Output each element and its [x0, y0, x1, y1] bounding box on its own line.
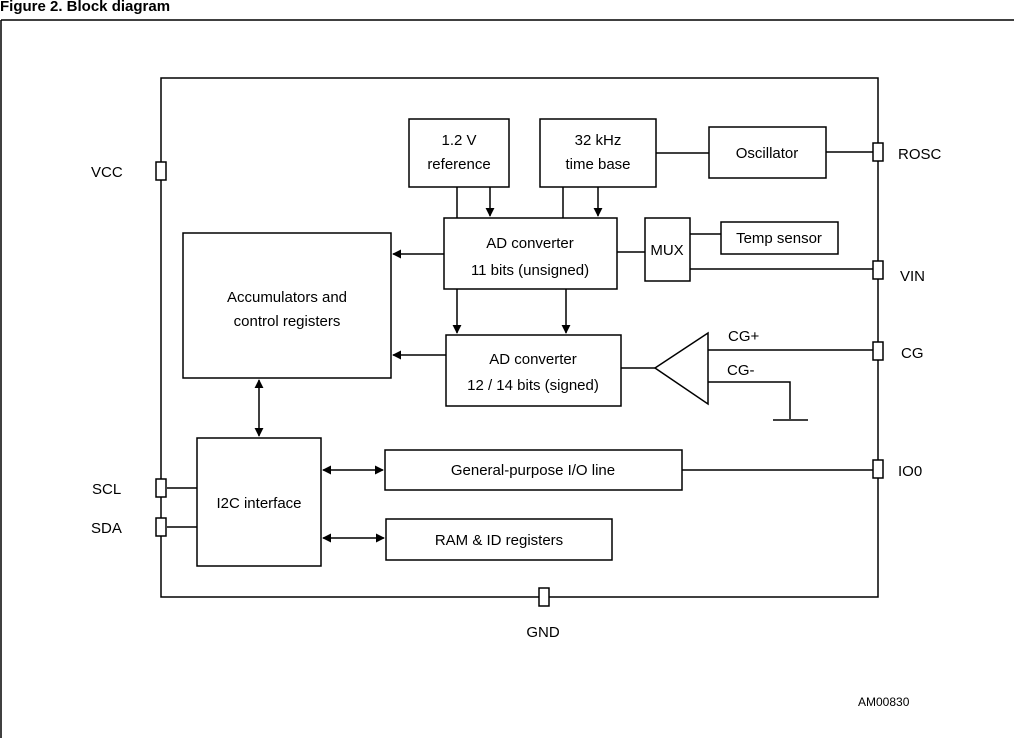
connections [167, 151, 873, 543]
io0-pin [872, 459, 884, 479]
adc-11bit-line2: 11 bits (unsigned) [471, 262, 589, 279]
gnd-pin [538, 587, 550, 607]
cg-minus-label: CG- [727, 362, 755, 379]
vin-pin-label: VIN [900, 268, 925, 285]
adc-11bit-line1: AD converter [486, 235, 574, 252]
timebase-block-line2: time base [565, 156, 630, 173]
sda-pin [155, 517, 167, 537]
ram-id-label: RAM & ID registers [435, 532, 563, 549]
cg-pin-label: CG [901, 345, 924, 362]
timebase-block-line1: 32 kHz [575, 132, 622, 149]
vin-pin [872, 260, 884, 280]
i2c-interface-block: I2C interface [196, 437, 322, 567]
timebase-block: 32 kHz time base [539, 118, 657, 188]
gpio-label: General-purpose I/O line [451, 462, 615, 479]
amplifier-triangle [653, 331, 709, 406]
oscillator-label: Oscillator [736, 145, 799, 162]
cg-plus-label: CG+ [728, 328, 760, 345]
chip-boundary [160, 77, 879, 598]
accumulators-block: Accumulators and control registers [182, 232, 392, 379]
adc-12-14bit-block: AD converter 12 / 14 bits (signed) [445, 334, 622, 407]
scl-pin [155, 478, 167, 498]
reference-block: 1.2 V reference [408, 118, 510, 188]
mux-block: MUX [644, 217, 691, 282]
temp-sensor-block: Temp sensor [720, 221, 839, 255]
figure-reference-code: AM00830 [858, 695, 910, 709]
rosc-pin-label: ROSC [898, 146, 942, 163]
figure-caption: Figure 2. Block diagram [0, 0, 170, 15]
scl-pin-label: SCL [92, 481, 121, 498]
gnd-pin-label: GND [526, 624, 560, 641]
vcc-pin-label: VCC [91, 164, 123, 181]
mux-label: MUX [650, 242, 683, 259]
adc-12-14bit-line2: 12 / 14 bits (signed) [467, 377, 599, 394]
adc-11bit-block: AD converter 11 bits (unsigned) [443, 217, 618, 290]
i2c-interface-label: I2C interface [216, 495, 301, 512]
reference-block-line1: 1.2 V [441, 132, 476, 149]
oscillator-block: Oscillator [708, 126, 827, 179]
accumulators-line2: control registers [234, 313, 341, 330]
ram-id-block: RAM & ID registers [385, 518, 613, 561]
reference-block-line2: reference [427, 156, 490, 173]
temp-sensor-label: Temp sensor [736, 230, 822, 247]
gpio-block: General-purpose I/O line [384, 449, 683, 491]
accumulators-line1: Accumulators and [227, 289, 347, 306]
sda-pin-label: SDA [91, 520, 122, 537]
io0-pin-label: IO0 [898, 463, 922, 480]
rosc-pin [872, 142, 884, 162]
adc-12-14bit-line1: AD converter [489, 351, 577, 368]
vcc-pin [155, 161, 167, 181]
cg-pin [872, 341, 884, 361]
